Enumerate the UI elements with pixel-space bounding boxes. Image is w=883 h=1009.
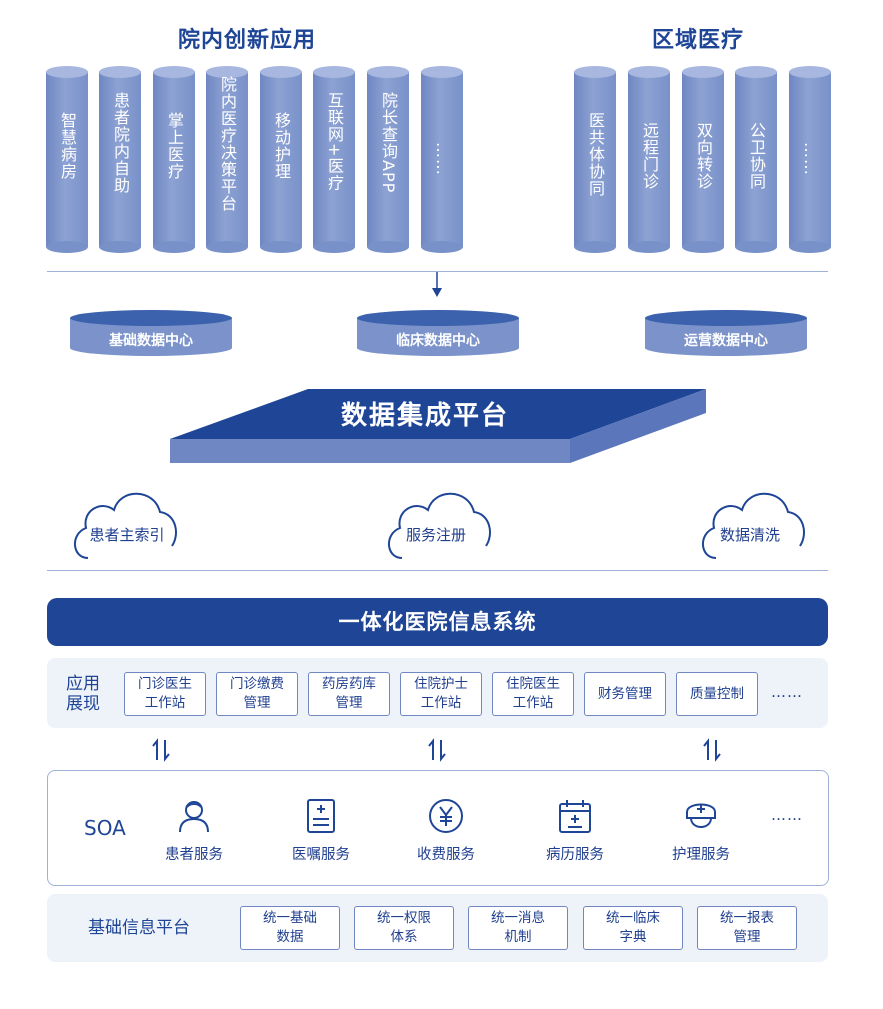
cloud-label-data-cleaning: 数据清洗: [719, 526, 780, 544]
cylinder-label: ……: [801, 142, 820, 176]
soa-service-label: 病历服务: [546, 847, 604, 863]
cloud-label-service-registry: 服务注册: [405, 526, 466, 544]
base-platform-label: 基础信息平台: [88, 918, 190, 938]
soa-label: SOA: [84, 816, 126, 840]
medical-order-icon: [307, 799, 335, 833]
app-tag-outpatient-billing: 门诊缴费 管理: [216, 672, 298, 716]
cylinder-label: 移动护理: [272, 112, 291, 180]
soa-service-label: 收费服务: [417, 847, 475, 863]
regional-cylinder-collab: 医共体协同: [574, 66, 616, 253]
data-center-clinical: 临床数据中心: [357, 310, 519, 356]
data-center-label: 基础数据中心: [109, 333, 193, 349]
base-tag-data: 统一基础 数据: [240, 906, 340, 950]
cylinder-label: 远程门诊: [640, 122, 659, 190]
calendar-record-icon: [559, 800, 591, 833]
bidirectional-arrow-icon: [152, 738, 170, 762]
cylinder-label: 双向转诊: [694, 122, 713, 190]
cylinder-label: 医共体协同: [586, 112, 605, 197]
data-center-label: 临床数据中心: [396, 333, 480, 349]
cloud-icon: [702, 492, 805, 559]
regional-cylinder-referral: 双向转诊: [682, 66, 724, 253]
integration-platform-label: 数据集成平台: [340, 401, 509, 431]
soa-more-dots: ……: [771, 806, 803, 824]
app-tag-inpatient-nurse: 住院护士 工作站: [400, 672, 482, 716]
app-tag-pharmacy: 药房药库 管理: [308, 672, 390, 716]
regional-cylinder-more: ……: [789, 66, 831, 253]
cylinder-label: 智慧病房: [58, 112, 77, 180]
divider-line: [47, 570, 828, 571]
cylinder-label: 掌上医疗: [165, 112, 184, 180]
data-center-base: 基础数据中心: [70, 310, 232, 356]
cylinder-label: 公卫协同: [747, 122, 766, 190]
base-tag-report: 统一报表 管理: [697, 906, 797, 950]
app-tag-inpatient-doctor: 住院医生 工作站: [492, 672, 574, 716]
regional-cylinder-public-health: 公卫协同: [735, 66, 777, 253]
app-tag-outpatient-doctor: 门诊医生 工作站: [124, 672, 206, 716]
cylinder-label: 院长查询APP: [379, 92, 398, 194]
soa-service-label: 医嘱服务: [292, 847, 350, 863]
app-cylinder-decision-platform: 院内医疗决策平台: [206, 66, 248, 253]
app-cylinder-mobile-medical: 掌上医疗: [153, 66, 195, 253]
nurse-cap-icon: [686, 803, 716, 828]
app-tag-quality-control: 质量控制: [676, 672, 758, 716]
regional-cylinder-remote: 远程门诊: [628, 66, 670, 253]
cloud-icon: [388, 492, 491, 559]
bidirectional-arrow-icon: [703, 738, 721, 762]
app-more-dots: ……: [771, 683, 803, 701]
app-cylinder-self-service: 患者院内自助: [99, 66, 141, 253]
app-cylinder-director-app: 院长查询APP: [367, 66, 409, 253]
divider-line: [47, 271, 828, 272]
app-display-label: 应用 展现: [66, 674, 100, 714]
regional-title: 区域医疗: [652, 28, 745, 53]
soa-service-label: 护理服务: [672, 847, 730, 863]
cloud-icon: [74, 492, 177, 559]
cylinder-label: 院内医疗决策平台: [218, 76, 237, 212]
base-tag-message: 统一消息 机制: [468, 906, 568, 950]
app-cylinder-mobile-nursing: 移动护理: [260, 66, 302, 253]
soa-service-label: 患者服务: [165, 847, 223, 863]
base-tag-clinical-dict: 统一临床 字典: [583, 906, 683, 950]
integration-platform-slab: [170, 389, 706, 463]
app-cylinder-more: ……: [421, 66, 463, 253]
data-center-label: 运营数据中心: [684, 333, 768, 349]
cylinder-label: 互联网+医疗: [325, 92, 344, 192]
base-tag-permission: 统一权限 体系: [354, 906, 454, 950]
hospital-apps-title: 院内创新应用: [178, 28, 317, 53]
app-cylinder-internet-medical: 互联网+医疗: [313, 66, 355, 253]
app-cylinder-smart-ward: 智慧病房: [46, 66, 88, 253]
patient-icon: [179, 801, 209, 833]
bidirectional-arrow-icon: [428, 738, 446, 762]
app-tag-finance: 财务管理: [584, 672, 666, 716]
data-center-operations: 运营数据中心: [645, 310, 807, 356]
cylinder-label: 患者院内自助: [111, 92, 130, 194]
cloud-label-patient-index: 患者主索引: [89, 526, 165, 544]
cylinder-label: ……: [433, 142, 452, 176]
unified-system-bar: 一体化医院信息系统: [47, 598, 828, 646]
down-arrow-icon: [432, 272, 442, 297]
soa-box: [47, 770, 829, 886]
yen-icon: [429, 799, 463, 833]
